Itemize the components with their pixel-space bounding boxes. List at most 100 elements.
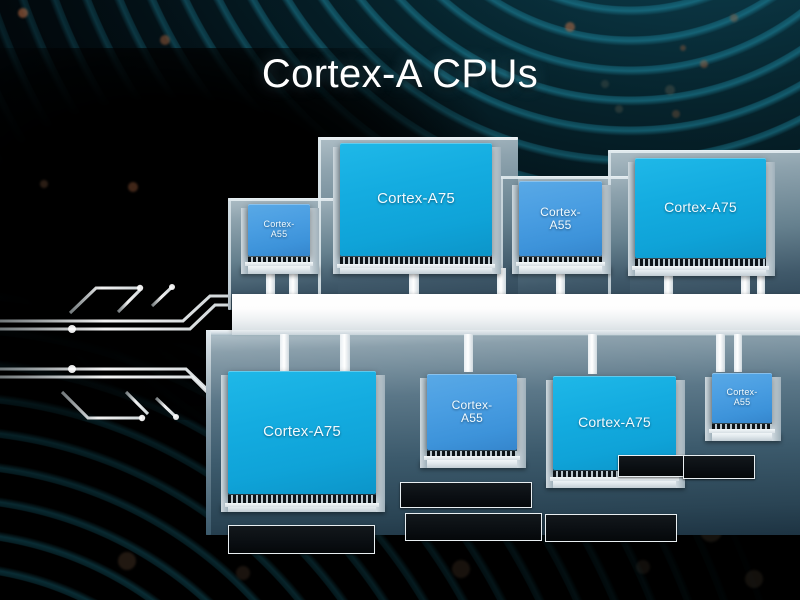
chip-socket-side: [512, 185, 519, 274]
chip-pin-base: [245, 262, 313, 266]
riser-highlight-4: [608, 150, 800, 153]
bus-stub-up-2: [289, 268, 298, 296]
sparkle-dot: [118, 552, 136, 570]
cpu-chip-cortex-a55: Cortex-A55: [709, 373, 775, 433]
chip-pin-row: [635, 259, 766, 266]
bus-stub-down-3: [464, 334, 473, 372]
circuit-trace-pads-left: [68, 284, 179, 422]
chip-socket-side: [766, 162, 775, 276]
riser-edge-left-3: [500, 176, 503, 310]
board-pad: [228, 525, 375, 554]
chip-pin-row: [712, 424, 772, 429]
chip-die-body: [248, 204, 310, 256]
board-pad: [683, 455, 755, 479]
bus-stub-up-8: [757, 268, 765, 296]
bus-stub-up-4: [497, 268, 506, 296]
system-bus-bar: [232, 294, 800, 330]
bus-stub-up-1: [266, 268, 275, 296]
chip-socket-side: [376, 375, 385, 512]
riser-highlight-1: [228, 198, 338, 201]
sparkle-dot: [565, 22, 575, 32]
sparkle-dot: [236, 566, 250, 580]
sparkle-dot: [665, 85, 675, 95]
sparkle-dot: [730, 14, 738, 22]
bus-stub-down-5: [716, 334, 725, 372]
cpu-chip-cortex-a75: Cortex-A75: [337, 143, 495, 268]
chip-socket-side: [333, 147, 340, 274]
circuit-traces-left: [0, 285, 232, 420]
chip-socket-tray: [420, 459, 526, 468]
cpu-chip-cortex-a55: Cortex-A55: [424, 374, 520, 460]
chip-socket-side: [221, 375, 228, 512]
chip-socket-side: [628, 162, 635, 276]
cpu-chip-cortex-a55: Cortex-A55: [516, 181, 605, 266]
chip-socket-tray: [628, 267, 775, 276]
chip-socket-side: [772, 377, 781, 441]
bus-stub-up-6: [664, 268, 673, 296]
chip-pin-base: [337, 264, 495, 268]
chip-socket-tray: [512, 265, 611, 274]
bus-stub-down-2: [340, 334, 350, 372]
chip-die-body: [519, 181, 602, 256]
sparkle-dot: [160, 35, 170, 45]
chip-socket-tray: [241, 265, 319, 274]
chip-socket-side: [517, 378, 526, 468]
chip-socket-side: [705, 377, 712, 441]
chip-die-body: [635, 158, 766, 258]
board-pad: [400, 482, 532, 508]
sparkle-dot: [745, 570, 763, 588]
riser-highlight-3: [500, 176, 630, 179]
riser-highlight-2: [318, 137, 518, 140]
chip-pin-row: [228, 495, 376, 503]
chip-pin-row: [553, 471, 676, 477]
riser-edge-left-1: [228, 198, 231, 310]
bus-stub-down-6: [734, 334, 742, 372]
bus-stub-up-3: [409, 268, 419, 296]
sparkle-dot: [672, 110, 680, 118]
chip-socket-tray: [705, 432, 781, 441]
chip-die-body: [712, 373, 772, 423]
chip-pin-row: [340, 257, 492, 264]
chip-pin-base: [424, 456, 520, 460]
chip-socket-side: [310, 208, 319, 274]
sparkle-dot: [601, 80, 609, 88]
sparkle-dot: [615, 105, 623, 113]
lower-board-left-edge: [206, 330, 211, 535]
chip-die-body: [553, 376, 676, 470]
chip-pin-base: [632, 266, 769, 270]
bus-stub-up-7: [741, 268, 750, 296]
system-bus-bar-lip: [232, 330, 800, 335]
chip-socket-side: [676, 380, 685, 488]
riser-edge-left-2: [318, 137, 321, 310]
chip-pin-base: [225, 503, 379, 507]
page-title: Cortex-A CPUs: [261, 52, 539, 96]
chip-pin-base: [550, 477, 679, 481]
chip-die-body: [228, 371, 376, 494]
chip-socket-tray: [221, 503, 385, 512]
bus-stub-down-4: [588, 334, 597, 374]
chip-socket-tray: [546, 479, 685, 488]
chip-pin-row: [248, 257, 310, 262]
sparkle-dot: [636, 560, 650, 574]
sparkle-dot: [128, 182, 138, 192]
sparkle-dot: [40, 180, 48, 188]
chip-pin-row: [427, 451, 517, 456]
chip-socket-tray: [333, 265, 501, 274]
chip-socket-side: [546, 380, 553, 488]
chip-socket-side: [492, 147, 501, 274]
cpu-chip-cortex-a75: Cortex-A75: [632, 158, 769, 270]
chip-die-body: [427, 374, 517, 450]
bus-stub-up-5: [556, 268, 565, 296]
chip-socket-side: [241, 208, 248, 274]
sparkle-dot: [680, 45, 686, 51]
chip-pin-base: [516, 262, 605, 266]
board-pad: [405, 513, 542, 541]
board-pad: [545, 514, 677, 542]
chip-socket-side: [420, 378, 427, 468]
chip-socket-side: [602, 185, 611, 274]
chip-pin-row: [519, 257, 602, 262]
sparkle-dot: [700, 60, 708, 68]
